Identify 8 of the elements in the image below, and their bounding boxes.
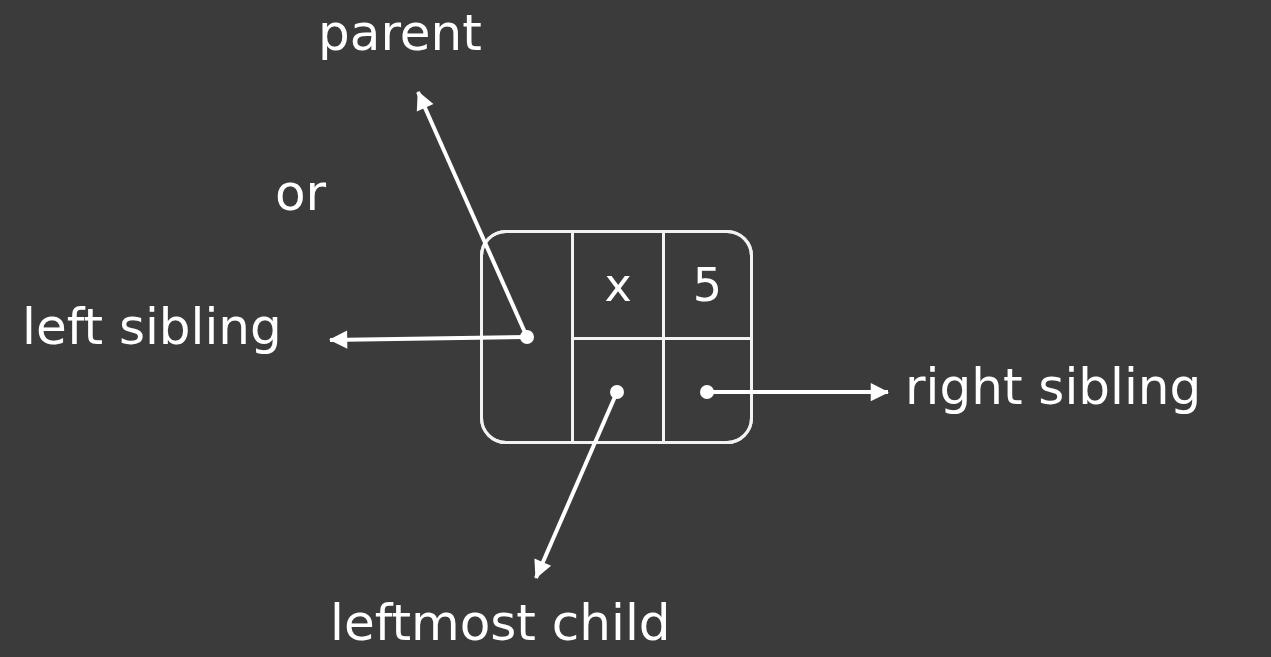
connector-word: or [275, 168, 327, 218]
target-label: right sibling [905, 362, 1202, 412]
target-label: leftmost child [330, 598, 671, 648]
target-label: left sibling [22, 302, 282, 352]
cell-value: 5 [692, 258, 723, 312]
record-box [480, 230, 753, 444]
target-label: parent [318, 8, 482, 58]
cell-value: x [604, 258, 632, 312]
